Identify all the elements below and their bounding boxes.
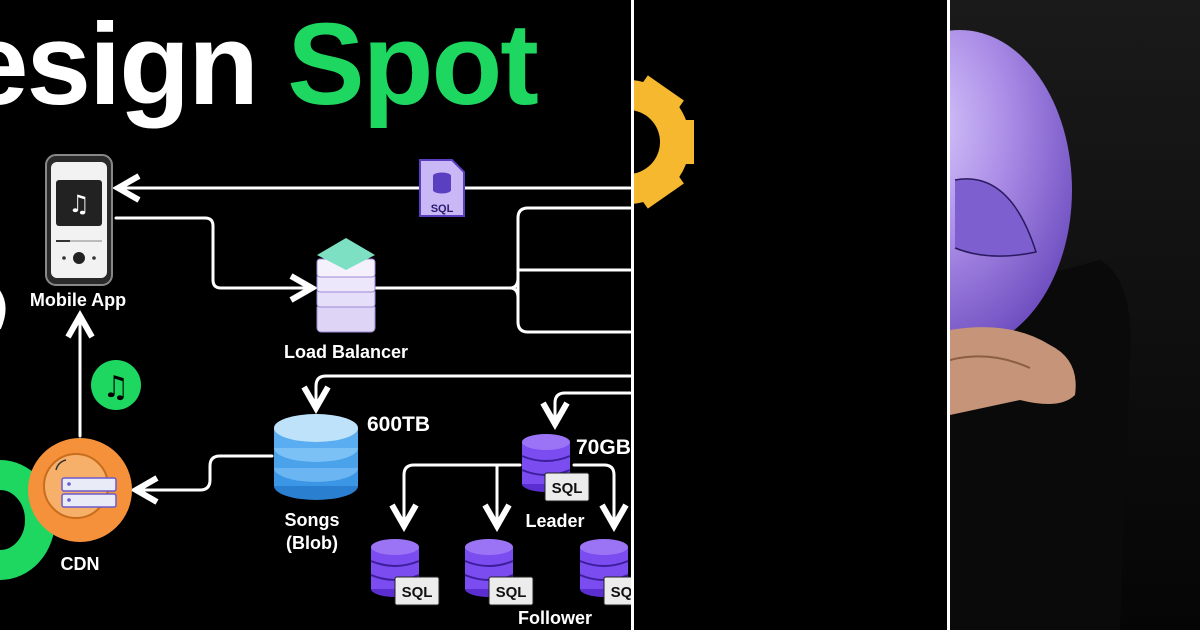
leader-label: Leader [525,511,585,531]
songs-subtitle: (Blob) [286,533,338,554]
songs-title: Songs [284,510,340,530]
cdn-globe-icon [28,438,132,542]
person-arm [950,327,1076,415]
lb-branch-join [508,276,520,300]
balloon-drawing [954,178,1037,257]
svg-text:SQL: SQL [611,584,631,601]
connectors [80,188,631,526]
load-balancer-label: Load Balancer [283,342,409,362]
svg-text:♫: ♫ [68,190,90,218]
gear-panel [634,0,947,630]
gear-graphic [634,75,694,209]
svg-text:SQL: SQL [496,584,527,601]
balloon [950,30,1072,350]
leader-sql-badge: SQL [552,480,583,497]
svg-text:SQL: SQL [431,203,454,215]
leader-database-icon: SQL [521,434,590,502]
arrow-leader-to-follower1 [404,463,522,526]
follower-database-icon-2: SQL [464,539,534,606]
music-note-icon: ♫ [91,360,141,410]
title: esign Spot [0,6,539,122]
songs-label: Songs (Blob) [284,509,339,556]
svg-text:♫: ♫ [103,370,130,405]
follower-label: Follower [517,608,593,628]
sql-file-icon: SQL [419,159,465,217]
svg-text:SQL: SQL [402,584,433,601]
diagram-panel: esign Spot [0,0,631,630]
logo-fragment [0,290,6,330]
load-balancer-icon [316,238,376,333]
photo-panel [950,0,1200,630]
follower-database-icon-1: SQL [370,539,440,606]
arrow-mobile-to-lb [114,216,312,288]
arrow-songs-to-cdn [136,454,274,490]
songs-blob-storage-icon [274,414,358,500]
songs-size-label: 600TB [367,413,431,436]
follower-database-icon-3: SQL [579,539,631,606]
mobile-phone-icon: ♫ [45,154,113,286]
arrow-to-leader [555,391,631,424]
title-part1: esign [0,0,259,129]
gear-icon [634,75,694,209]
arrow-to-songs [316,374,631,408]
balloon-photo [950,0,1200,630]
diagram-graphics: ♫ SQL ♫ [0,154,631,606]
leader-size-label: 70GB [576,436,631,459]
mobile-app-label: Mobile App [29,290,127,310]
arrow-leader-to-follower3 [572,463,614,526]
cdn-label: CDN [60,554,100,574]
title-part2: Spot [287,0,539,129]
